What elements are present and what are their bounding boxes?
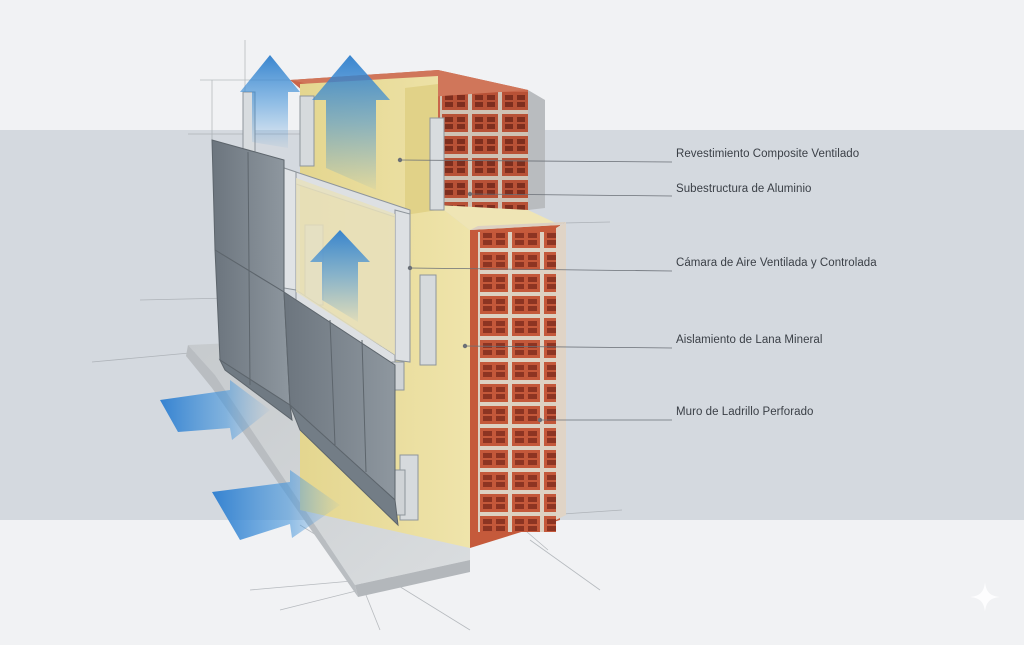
airflow-arrow-in-bottom [212, 470, 340, 540]
callout-camara-aire: Cámara de Aire Ventilada y Controlada [676, 257, 877, 269]
callout-muro-ladrillo: Muro de Ladrillo Perforado [676, 406, 814, 418]
callout-subestructura-aluminio: Subestructura de Aluminio [676, 183, 812, 195]
airflow-arrow-up-middle [310, 230, 370, 322]
callout-leaders [397, 157, 673, 423]
callout-revestimiento-composite: Revestimiento Composite Ventilado [676, 148, 860, 160]
airflow-arrows [160, 55, 390, 540]
airflow-arrow-up-right [312, 55, 390, 190]
callout-aislamiento-lana: Aislamiento de Lana Mineral [676, 334, 823, 346]
composite-cladding [211, 139, 399, 527]
front-brick-wall [470, 222, 566, 548]
airflow-arrow-in-top [160, 380, 270, 440]
sparkle-icon [970, 582, 1000, 612]
airflow-arrow-up-left [240, 55, 300, 148]
